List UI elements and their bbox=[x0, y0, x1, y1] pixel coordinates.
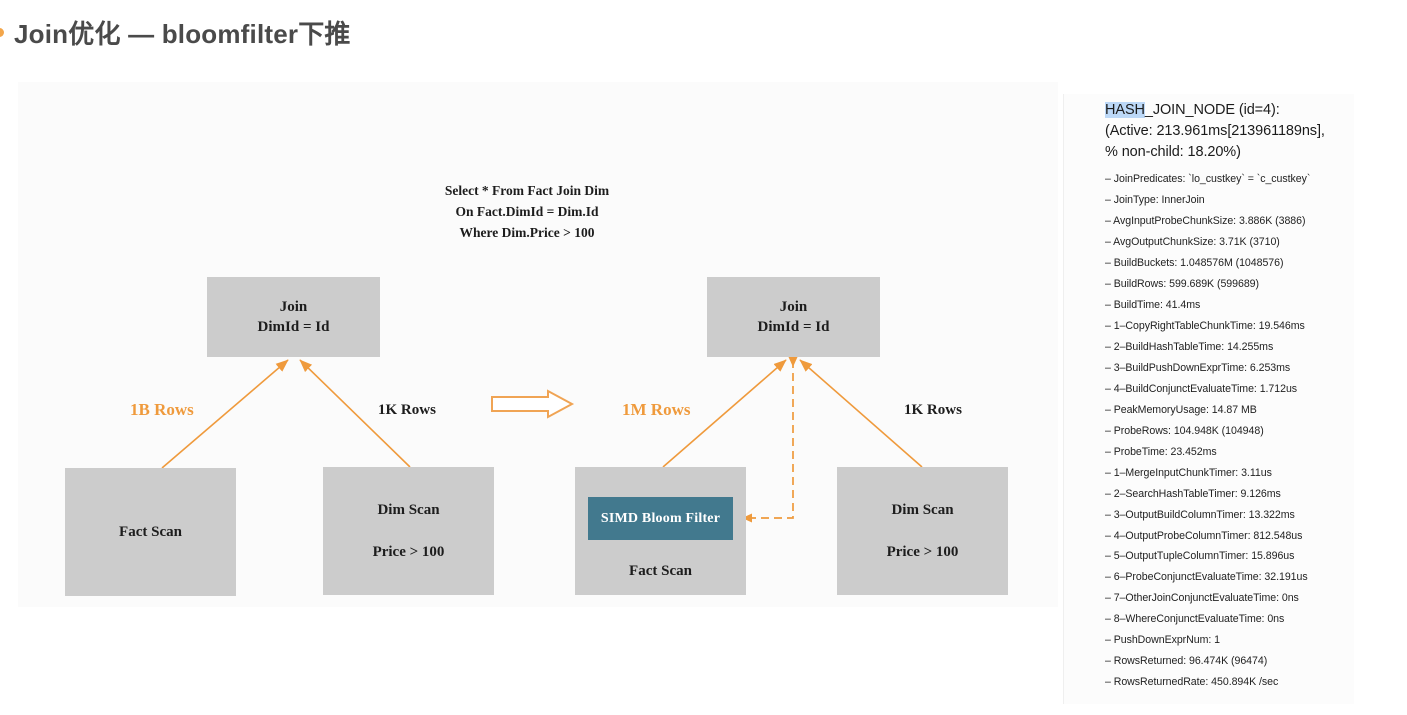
diagram-edges bbox=[161, 347, 923, 523]
profile-metric-list: – JoinPredicates: `lo_custkey` = `c_cust… bbox=[1105, 169, 1355, 693]
profile-metric-row: – RowsReturned: 96.474K (96474) bbox=[1105, 655, 1268, 668]
profile-metric-row: – 4–BuildConjunctEvaluateTime: 1.712us bbox=[1105, 382, 1298, 395]
profile-panel: HASH_JOIN_NODE (id=4): (Active: 213.961m… bbox=[1105, 100, 1355, 693]
edge-dim-to-join-left bbox=[299, 359, 411, 468]
profile-metric-row: – BuildBuckets: 1.048576M (1048576) bbox=[1105, 256, 1284, 269]
profile-background-band bbox=[1063, 94, 1354, 704]
bloomfilter-top-arrowhead bbox=[788, 357, 798, 367]
profile-metric-row: – 6–ProbeConjunctEvaluateTime: 32.191us bbox=[1105, 571, 1308, 584]
profile-header-line-3: % non-child: 18.20%) bbox=[1105, 144, 1241, 161]
profile-metric-row: – 7–OtherJoinConjunctEvaluateTime: 0ns bbox=[1105, 592, 1299, 605]
node-fact-scan-right-label: Fact Scan bbox=[629, 562, 692, 579]
query-plan-diagram: Join DimId = Id Fact Scan Dim Scan Price… bbox=[65, 277, 1008, 596]
edge-label-dim-rows-right: 1K Rows bbox=[904, 402, 962, 418]
node-join-right-line2: DimId = Id bbox=[757, 319, 830, 335]
profile-metric-row: – 8–WhereConjunctEvaluateTime: 0ns bbox=[1105, 613, 1285, 626]
edge-dim-to-join-right bbox=[799, 359, 923, 468]
node-dim-scan-right[interactable]: Dim Scan Price > 100 bbox=[837, 467, 1008, 595]
profile-metric-row: – ProbeRows: 104.948K (104948) bbox=[1105, 424, 1264, 437]
node-join-right-line1: Join bbox=[779, 298, 808, 315]
profile-metric-row: – 3–BuildPushDownExprTime: 6.253ms bbox=[1105, 361, 1291, 374]
profile-metric-row: – BuildTime: 41.4ms bbox=[1105, 298, 1201, 311]
node-join-right[interactable]: Join DimId = Id bbox=[707, 277, 880, 357]
edge-bloomfilter-pushdown bbox=[742, 347, 799, 519]
node-dim-scan-right-line1: Dim Scan bbox=[891, 501, 954, 518]
bloomfilter-arrowhead bbox=[742, 513, 752, 523]
edge-label-fact-rows-left: 1B Rows bbox=[130, 400, 194, 419]
profile-metric-row: – RowsReturnedRate: 450.894K /sec bbox=[1105, 676, 1279, 689]
edge-label-fact-rows-right: 1M Rows bbox=[622, 400, 691, 419]
profile-metric-row: – PeakMemoryUsage: 14.87 MB bbox=[1105, 403, 1257, 416]
profile-header-rest: _JOIN_NODE (id=4): bbox=[1144, 102, 1280, 118]
profile-metric-row: – 3–OutputBuildColumnTimer: 13.322ms bbox=[1105, 508, 1295, 521]
profile-header-line-1: HASH_JOIN_NODE (id=4): bbox=[1105, 100, 1355, 121]
sql-line-1: Select * From Fact Join Dim bbox=[444, 183, 610, 198]
profile-metric-row: – JoinType: InnerJoin bbox=[1105, 194, 1205, 207]
bullet-icon bbox=[0, 28, 4, 37]
node-dim-scan-left[interactable]: Dim Scan Price > 100 bbox=[323, 467, 494, 595]
slide-title-row: Join优化 — bloomfilter下推 bbox=[0, 14, 351, 51]
node-dim-scan-left-line2: Price > 100 bbox=[372, 544, 445, 560]
profile-metric-row: – JoinPredicates: `lo_custkey` = `c_cust… bbox=[1105, 173, 1311, 186]
profile-metric-row: – 1–CopyRightTableChunkTime: 19.546ms bbox=[1105, 319, 1305, 332]
profile-metric-row: – BuildRows: 599.689K (599689) bbox=[1105, 277, 1259, 290]
node-join-left[interactable]: Join DimId = Id bbox=[207, 277, 380, 357]
sql-query-text: Select * From Fact Join Dim On Fact.DimI… bbox=[432, 181, 622, 244]
profile-metric-row: – PushDownExprNum: 1 bbox=[1105, 634, 1220, 647]
profile-metric-row: – 2–SearchHashTableTimer: 9.126ms bbox=[1105, 487, 1281, 500]
page-title: Join优化 — bloomfilter下推 bbox=[14, 19, 351, 49]
profile-metric-row: – 2–BuildHashTableTime: 14.255ms bbox=[1105, 340, 1274, 353]
profile-header-highlight: HASH bbox=[1105, 102, 1145, 118]
transform-arrow-icon bbox=[491, 389, 575, 419]
profile-metric-row: – AvgOutputChunkSize: 3.71K (3710) bbox=[1105, 235, 1280, 248]
node-fact-scan-left-label: Fact Scan bbox=[119, 523, 182, 540]
node-dim-scan-right-line2: Price > 100 bbox=[886, 544, 959, 560]
profile-metric-row: – 5–OutputTupleColumnTimer: 15.896us bbox=[1105, 550, 1295, 563]
profile-metric-row: – ProbeTime: 23.452ms bbox=[1105, 445, 1217, 458]
sql-line-3: Where Dim.Price > 100 bbox=[459, 224, 595, 240]
node-simd-bloom-filter[interactable]: SIMD Bloom Filter bbox=[588, 497, 733, 540]
node-dim-scan-left-line1: Dim Scan bbox=[377, 501, 440, 518]
profile-metric-row: – AvgInputProbeChunkSize: 3.886K (3886) bbox=[1105, 214, 1306, 227]
node-fact-scan-left[interactable]: Fact Scan bbox=[65, 468, 236, 596]
profile-metric-row: – 1–MergeInputChunkTimer: 3.11us bbox=[1105, 466, 1272, 479]
profile-header-line-2: (Active: 213.961ms[213961189ns], bbox=[1105, 123, 1325, 140]
edge-label-dim-rows-left: 1K Rows bbox=[378, 402, 436, 418]
node-simd-bloom-filter-label: SIMD Bloom Filter bbox=[600, 510, 721, 526]
profile-metric-row: – 4–OutputProbeColumnTimer: 812.548us bbox=[1105, 529, 1303, 542]
sql-line-2: On Fact.DimId = Dim.Id bbox=[455, 203, 599, 219]
edge-fact-to-join-left bbox=[161, 359, 289, 469]
edge-fact-to-join-right bbox=[662, 359, 787, 468]
node-join-left-line2: DimId = Id bbox=[257, 319, 330, 335]
node-join-left-line1: Join bbox=[279, 298, 308, 315]
